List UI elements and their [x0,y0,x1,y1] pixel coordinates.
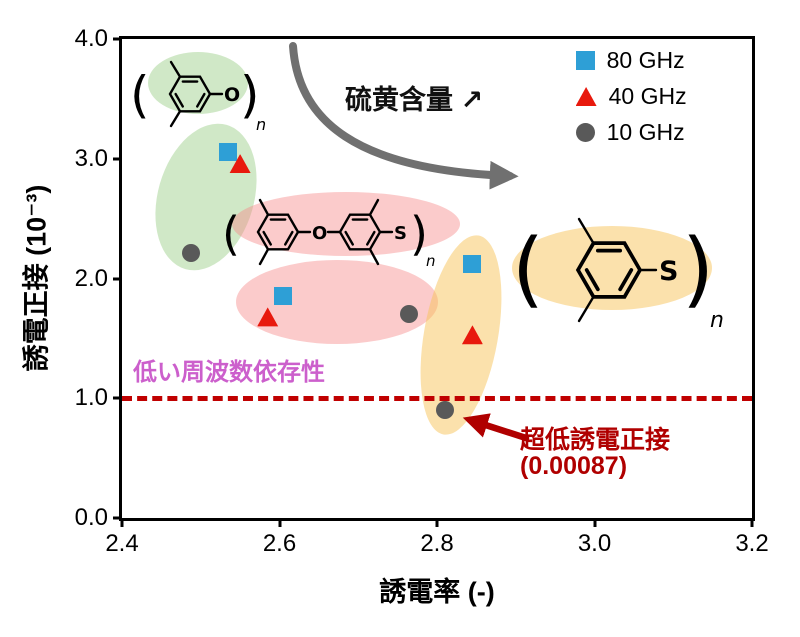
reference-line [122,396,752,402]
y-tick-label: 4.0 [74,25,108,52]
subscript-n: n [426,252,436,270]
y-tick [113,157,122,161]
subscript-n: n [256,115,266,134]
sulfur-atom: S [394,223,407,244]
y-tick-label: 3.0 [74,144,108,172]
ultra-low-df-value: (0.00087) [520,452,628,480]
y-tick [113,516,122,520]
data-point-80-ghz [463,255,482,274]
x-tick-label: 3.0 [577,530,612,557]
x-tick [278,518,281,527]
structure-ppes: ( O S ) n [222,198,436,270]
legend: 80 GHz 40 GHz 10 GHz [575,47,687,155]
x-axis-label: 誘電率 (-) [379,577,495,607]
legend-item-10ghz: 10 GHz [575,119,687,146]
bracket-open: ( [130,66,150,124]
y-axis-label: 誘電正接 (10⁻³) [21,184,52,372]
highlight-ellipse-pink-points [236,260,438,344]
ultra-low-df-annotation: 超低誘電正接 [520,426,671,454]
legend-label: 10 GHz [606,119,685,145]
square-marker-icon [575,51,595,70]
low-frequency-dependence-annotation: 低い周波数依存性 [133,359,325,386]
x-tick-label: 2.6 [262,530,297,557]
oxygen-atom: O [224,84,240,106]
data-point-10-ghz [181,244,200,263]
y-tick-label: 0.0 [74,504,108,531]
structure-pps: ( S ) n [512,217,724,333]
x-tick [120,518,124,527]
x-tick-label: 2.8 [420,530,454,557]
data-point-80-ghz [274,287,293,306]
bracket-close: ) [240,66,260,124]
circle-marker-icon [575,123,595,142]
x-tick [435,518,439,527]
bracket-close: ) [410,207,428,261]
sulfur-atom: S [659,256,678,287]
data-point-80-ghz [219,142,238,161]
legend-label: 80 GHz [606,47,685,73]
legend-label: 40 GHz [608,83,687,109]
y-tick-label: 1.0 [74,384,108,412]
x-tick [750,518,754,527]
bracket-open: ( [512,222,544,317]
legend-item-80ghz: 80 GHz [575,47,687,74]
x-tick-label: 3.2 [735,530,769,557]
x-tick-label: 2.4 [105,530,139,557]
data-point-10-ghz [435,401,454,420]
bracket-open: ( [222,207,240,261]
y-tick [113,396,122,400]
legend-item-40ghz: 40 GHz [575,83,687,110]
sulfur-content-annotation: 硫黄含量 ↗ [345,85,484,115]
data-point-10-ghz [400,305,419,324]
plot-area: 80 GHz 40 GHz 10 GHz 2.4 2.6 2.8 3.0 3.2 0.0 1… [75,25,769,557]
y-tick-label: 2.0 [74,264,108,292]
x-tick [593,518,596,527]
y-tick [113,37,122,41]
bracket-close: ) [682,222,714,317]
subscript-n: n [710,308,724,333]
oxygen-atom: O [312,223,327,244]
y-tick [113,277,122,280]
structure-ppe: ( O ) n [130,60,266,134]
triangle-marker-icon [575,87,597,106]
